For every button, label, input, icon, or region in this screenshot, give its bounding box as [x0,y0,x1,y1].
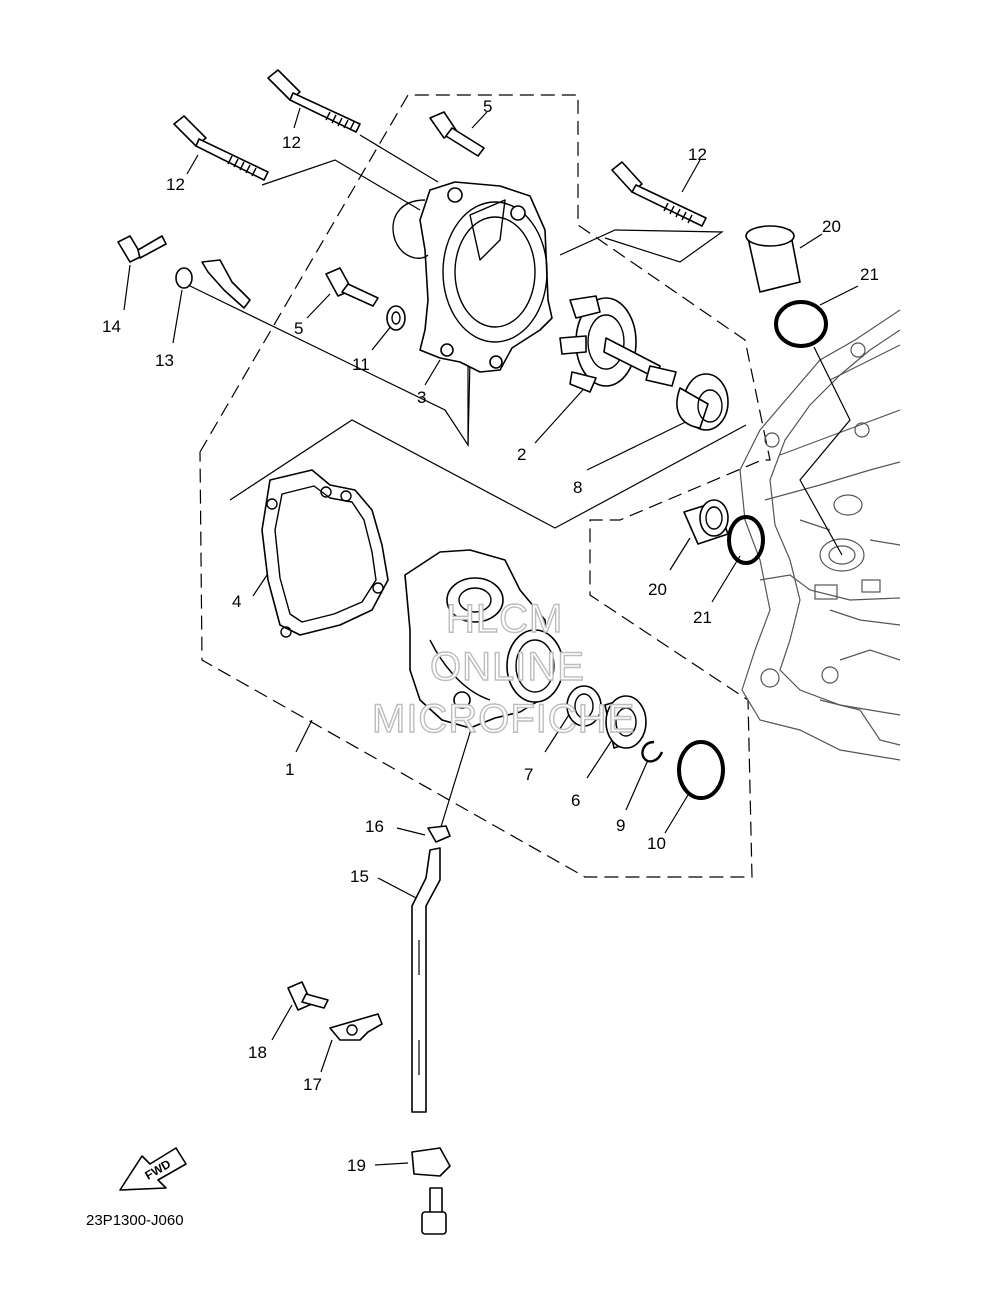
bearing-6 [604,695,647,749]
bolt-14 [117,235,167,263]
impeller-shaft-2 [559,295,677,393]
clamp-19 [411,1147,451,1235]
o-ring-21-a [774,300,828,348]
callout-15: 15 [350,867,369,886]
callout-10: 10 [647,834,666,853]
diagram-code: 23P1300-J060 [86,1212,184,1229]
watermark-line-3: MICROFICHE [372,697,635,741]
pump-housing-1 [404,549,564,729]
callout-12: 12 [282,133,301,152]
callout-17: 17 [303,1075,322,1094]
bracket-17 [329,1013,383,1041]
o-ring-21-b [727,515,765,565]
collar-20-b [683,499,729,545]
callout-21: 21 [860,265,879,284]
bolt-12-a [267,69,361,133]
callout-12: 12 [166,175,185,194]
bolt-12-c [611,161,707,227]
callout-9: 9 [616,816,625,835]
watermark: HLCM ONLINE MICROFICHE [371,596,635,741]
bolt-5-b [325,267,379,307]
assembly-boundary-line [199,94,771,878]
callout-6: 6 [571,791,580,810]
oil-seal-7 [566,685,602,727]
gasket-4 [261,469,389,638]
callout-20: 20 [822,217,841,236]
leader-lines [123,107,859,1166]
callout-2: 2 [517,445,526,464]
engine-crankcase [739,309,901,761]
callout-21: 21 [693,608,712,627]
washer-and-bracket-13 [175,259,251,309]
callout-5: 5 [483,97,492,116]
callout-16: 16 [365,817,384,836]
bolt-18 [287,981,329,1011]
mechanical-seal-8 [676,373,729,431]
collar-20-a [745,225,801,293]
callout-8: 8 [573,478,582,497]
watermark-line-1: HLCM [446,597,563,641]
callout-13: 13 [155,351,174,370]
callout-14: 14 [102,317,121,336]
hose-clamp-16 [427,825,451,843]
callout-7: 7 [524,765,533,784]
circlip-9 [641,740,664,763]
callout-20: 20 [648,580,667,599]
callout-5: 5 [294,319,303,338]
callout-1: 1 [285,760,294,779]
watermark-line-2: ONLINE [430,645,585,689]
callout-3: 3 [417,388,426,407]
bolt-12-b [173,115,269,181]
callout-19: 19 [347,1156,366,1175]
washer-11 [386,305,406,331]
callout-12: 12 [688,145,707,164]
fwd-arrow-icon: FWD [119,1147,187,1191]
callout-18: 18 [248,1043,267,1062]
hose-15 [411,847,441,1113]
pump-cover-3 [392,181,553,373]
callout-4: 4 [232,592,241,611]
callout-labels: 12 12 12 5 5 20 21 14 13 11 3 2 8 4 20 2… [102,97,879,1175]
callout-11: 11 [352,355,370,374]
bolt-5-a [429,111,485,157]
o-ring-10 [677,740,725,800]
